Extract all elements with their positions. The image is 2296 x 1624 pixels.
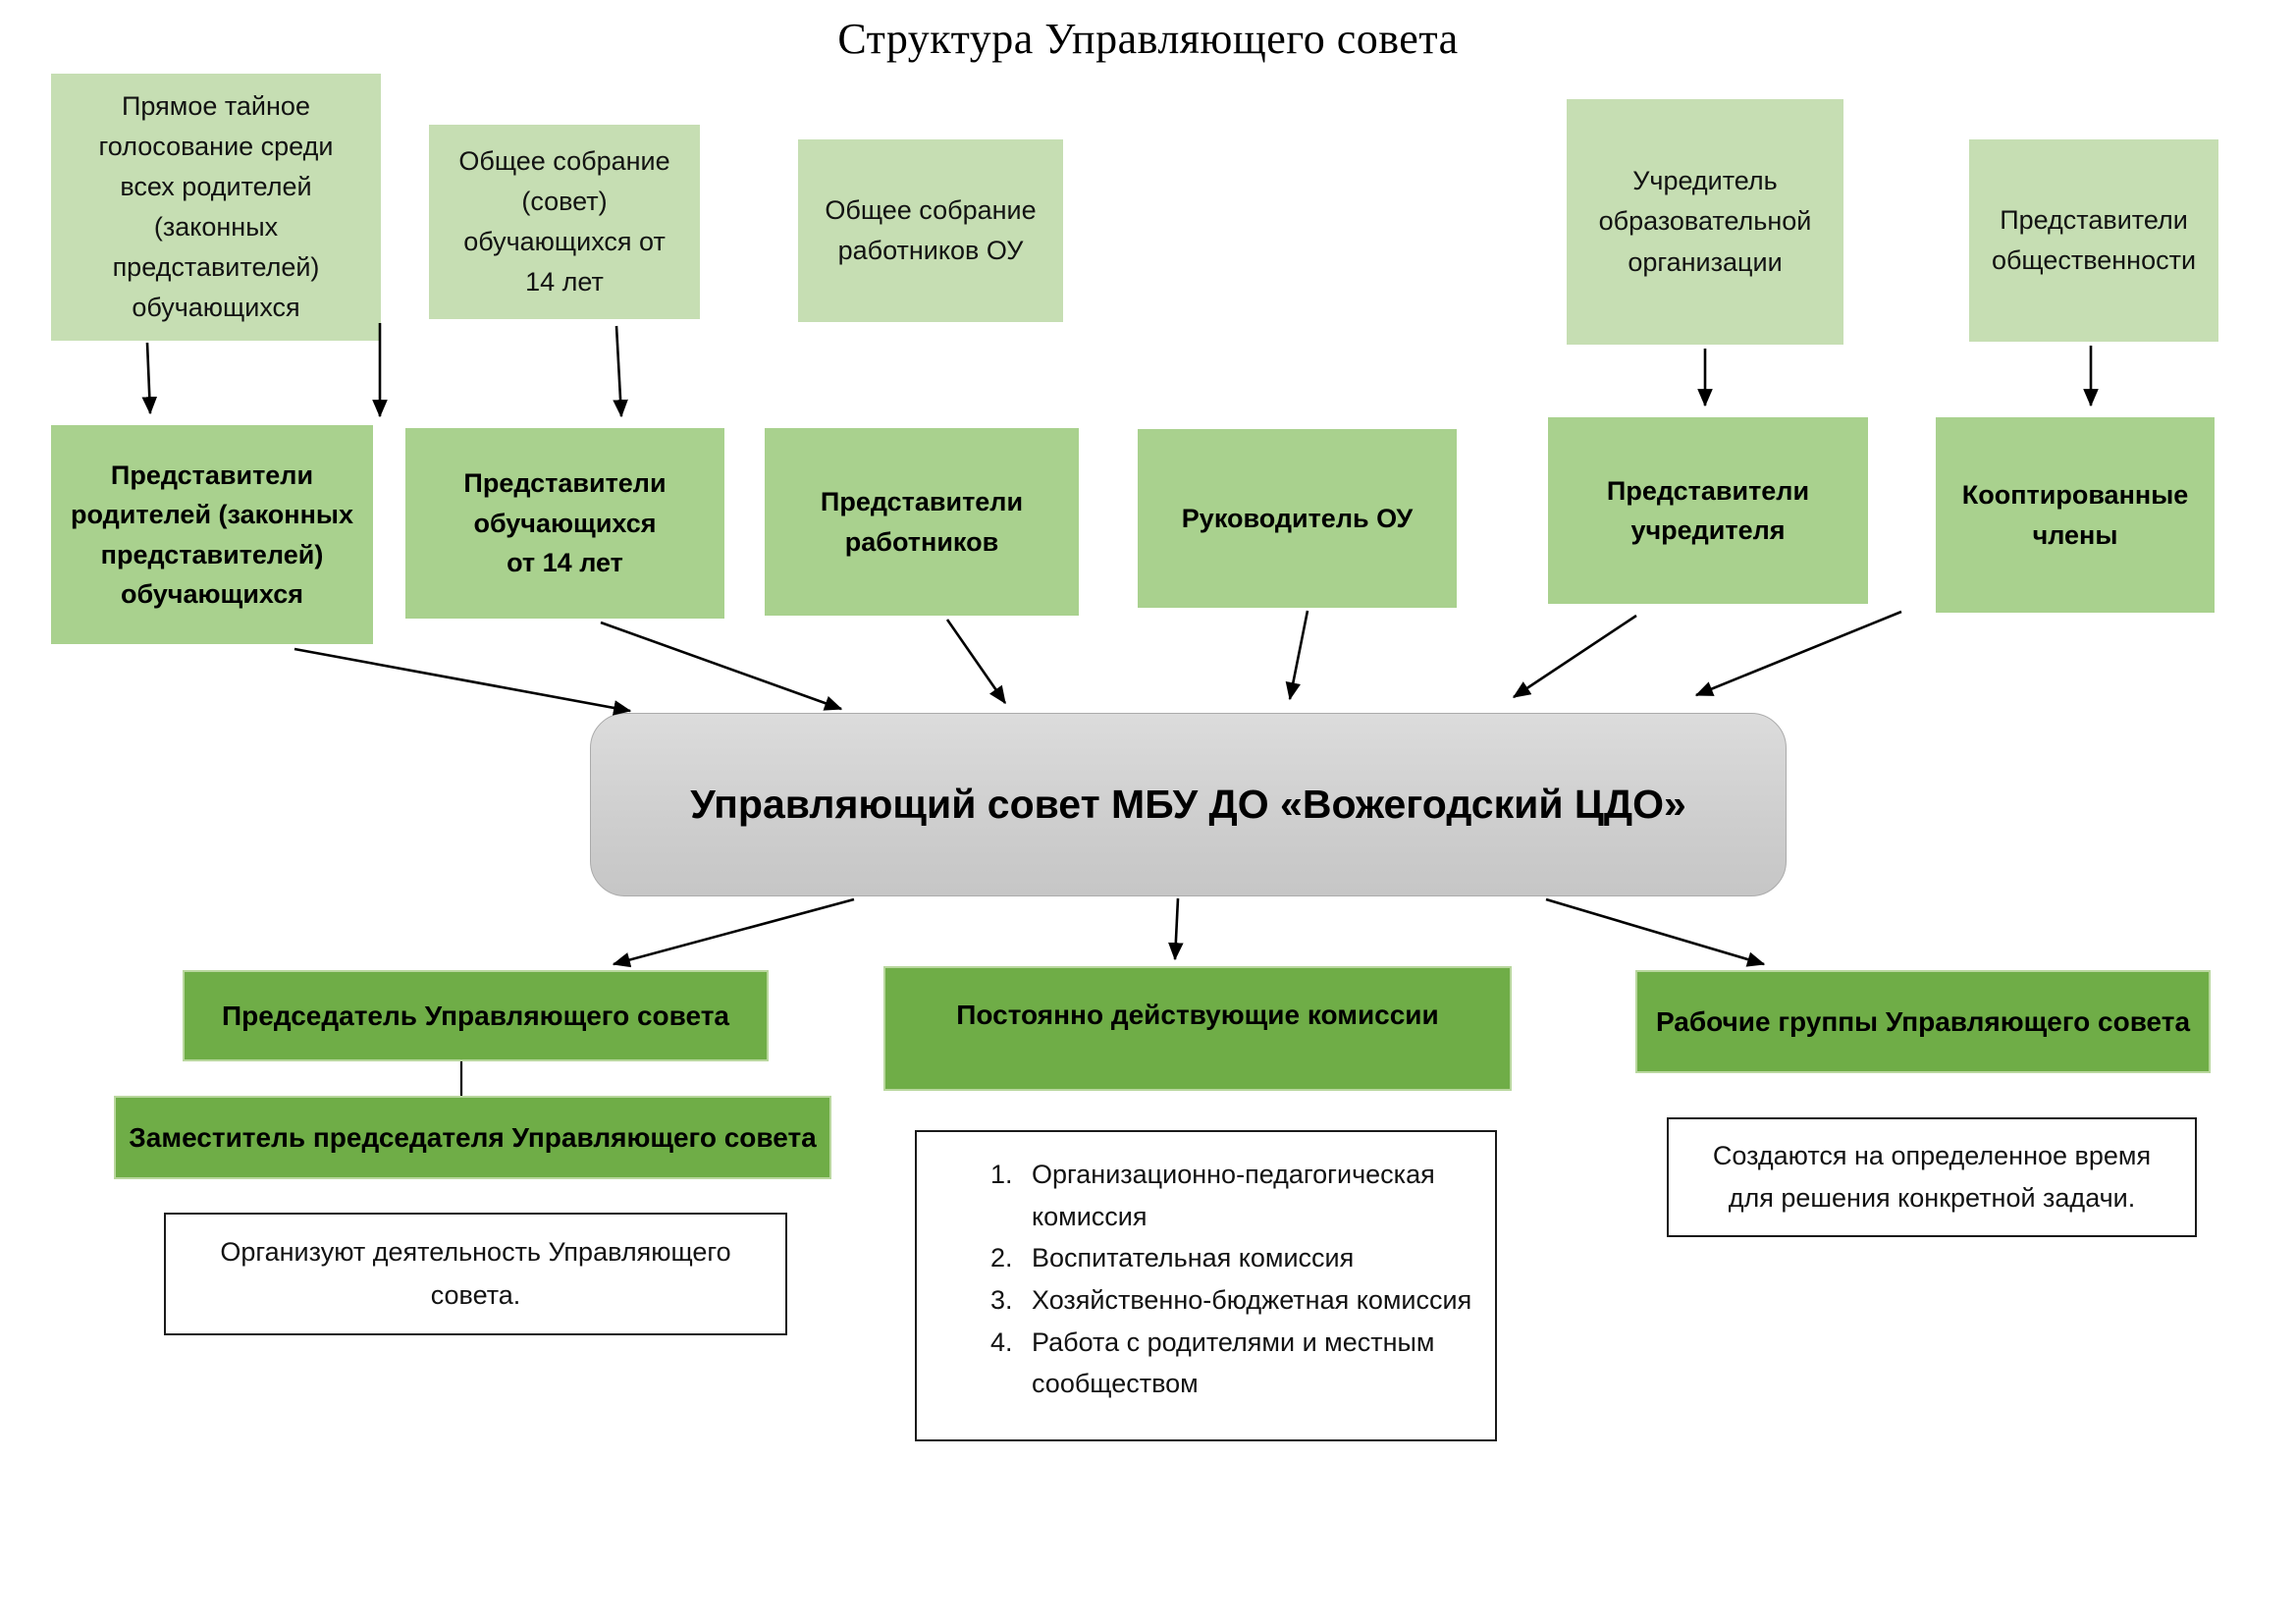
working-groups-box: Рабочие группы Управляющего совета (1635, 970, 2211, 1073)
member-box-label: Руководитель ОУ (1181, 503, 1414, 533)
arrow-council-to-commissions (1168, 897, 1184, 961)
commissions-box: Постоянно действующие комиссии (883, 966, 1512, 1091)
member-box-student-reps: Представители обучающихся от 14 лет (405, 428, 724, 619)
chairman-note-text: Организуют деятельность Управляющего сов… (220, 1237, 731, 1310)
member-box-label: Представители работников (820, 487, 1024, 557)
arrow-student-reps-to-council (600, 621, 843, 711)
source-box-label: Представители общественности (1991, 204, 2197, 275)
arrow-council-to-working-groups (1545, 897, 1766, 967)
commissions-list: Организационно-педагогическая комиссияВо… (917, 1154, 1485, 1405)
commissions-title: Постоянно действующие комиссии (956, 999, 1439, 1030)
arrow-council-to-chairman (612, 897, 855, 968)
source-box-parents-vote: Прямое тайное голосование среди всех род… (51, 74, 381, 341)
source-box-label: Общее собрание (совет) обучающихся от 14… (458, 145, 670, 298)
arrow-staff-reps-to-council (945, 619, 1007, 705)
working-groups-note-text: Создаются на определенное время для реше… (1712, 1140, 2152, 1213)
council-label: Управляющий совет МБУ ДО «Вожегодский ЦД… (690, 782, 1686, 827)
deputy-chairman-box: Заместитель председателя Управляющего со… (114, 1096, 831, 1179)
commission-item: Работа с родителями и местным сообщество… (1020, 1322, 1485, 1405)
working-groups-note-box: Создаются на определенное время для реше… (1667, 1117, 2197, 1237)
member-box-label: Представители учредителя (1606, 475, 1810, 546)
arrow-parent-reps-to-council (294, 647, 632, 716)
member-box-coopted: Кооптированные члены (1936, 417, 2215, 613)
arrow-coopted-to-council (1694, 610, 1902, 697)
chairman-note-box: Организуют деятельность Управляющего сов… (164, 1213, 787, 1335)
member-box-director: Руководитель ОУ (1138, 429, 1457, 608)
source-box-label: Прямое тайное голосование среди всех род… (98, 90, 334, 323)
member-box-label: Кооптированные члены (1961, 480, 2189, 550)
deputy-chairman-label: Заместитель председателя Управляющего со… (129, 1121, 817, 1153)
member-box-label: Представители родителей (законных предст… (71, 460, 353, 610)
commission-item: Воспитательная комиссия (1020, 1237, 1485, 1279)
member-box-label: Представители обучающихся от 14 лет (463, 468, 667, 578)
chairman-box: Председатель Управляющего совета (183, 970, 769, 1061)
page-title: Структура Управляющего совета (837, 15, 1459, 63)
arrow-director-to-council (1285, 610, 1309, 701)
source-box-public: Представители общественности (1969, 139, 2218, 342)
commission-item: Организационно-педагогическая комиссия (1020, 1154, 1485, 1237)
commissions-list-box: Организационно-педагогическая комиссияВо… (915, 1130, 1497, 1441)
council-box: Управляющий совет МБУ ДО «Вожегодский ЦД… (590, 713, 1787, 896)
arrow-staff-assembly-to-reps (613, 325, 628, 418)
member-box-founder-reps: Представители учредителя (1548, 417, 1868, 604)
member-box-staff-reps: Представители работников (765, 428, 1079, 616)
source-box-students-assembly: Общее собрание (совет) обучающихся от 14… (429, 125, 700, 319)
arrow-parents-vote-to-reps (141, 342, 158, 415)
commission-item: Хозяйственно-бюджетная комиссия (1020, 1279, 1485, 1322)
source-box-label: Общее собрание работников ОУ (825, 194, 1037, 265)
member-box-parent-reps: Представители родителей (законных предст… (51, 425, 373, 644)
working-groups-title: Рабочие группы Управляющего совета (1655, 1005, 2191, 1037)
source-box-founder: Учредитель образовательной организации (1567, 99, 1843, 345)
chairman-label: Председатель Управляющего совета (222, 1000, 729, 1031)
arrow-founder-reps-to-council (1512, 614, 1637, 699)
source-box-staff-assembly: Общее собрание работников ОУ (798, 139, 1063, 322)
source-box-label: Учредитель образовательной организации (1598, 166, 1812, 277)
